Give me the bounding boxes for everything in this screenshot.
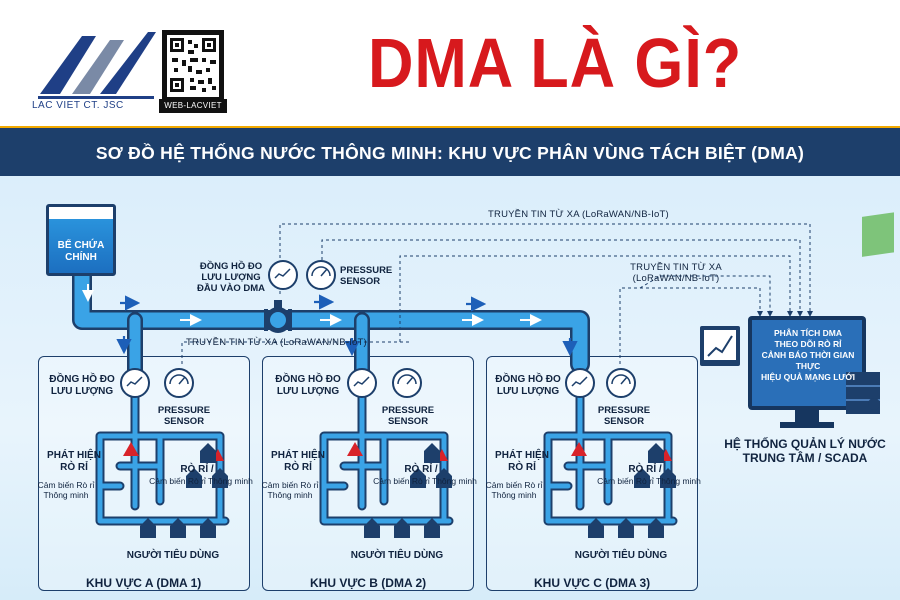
main-tank <box>46 204 116 276</box>
zone-c-smart-sensor: Cảm biến Rò rỉ Thông minh <box>485 480 543 501</box>
zone-a-consumers: NGƯỜI TIÊU DÙNG <box>126 550 220 561</box>
outside-flow-arrows <box>116 294 578 357</box>
zone-a-leak-sub: Cảm biến Rò rỉ Thông minh <box>149 476 253 486</box>
page-title: DMA LÀ GÌ? <box>368 24 743 102</box>
zone-b-pressure-label: PRESSURE SENSOR <box>381 405 435 427</box>
zone-a-leak-detect: PHÁT HIỆN RÒ RỈ <box>47 450 101 473</box>
main-pipe <box>72 266 590 384</box>
pipe-network <box>72 212 894 538</box>
zone-a-pressure-label: PRESSURE SENSOR <box>157 405 211 427</box>
banner-text: SƠ ĐỒ HỆ THỐNG NƯỚC THÔNG MINH: KHU VỰC … <box>95 143 805 163</box>
telemetry-links <box>181 223 813 364</box>
zone-a-pressure-gauge-icon <box>164 368 194 398</box>
zone-b-smart-sensor: Cảm biến Rò rỉ Thông minh <box>261 480 319 501</box>
inlet-pressure-gauge-icon <box>306 260 336 290</box>
zone-a-meter-label: ĐỒNG HỒ ĐO LƯU LƯỢNG <box>49 374 115 397</box>
qr-label: WEB-LACVIET <box>159 99 227 113</box>
zone-b-meter-label: ĐỒNG HỒ ĐO LƯU LƯỢNG <box>275 374 341 397</box>
zone-a-title: KHU VỰC A (DMA 1) <box>86 576 202 590</box>
subtitle-banner: SƠ ĐỒ HỆ THỐNG NƯỚC THÔNG MINH: KHU VỰC … <box>0 126 900 176</box>
zone-c-leak-sub: Cảm biến Rò rỉ Thông minh <box>597 476 701 486</box>
zone-c-pressure-gauge-icon <box>606 368 636 398</box>
main-flow-arrows <box>82 284 542 326</box>
zone-b-consumers: NGƯỜI TIÊU DÙNG <box>350 550 444 561</box>
zone-c-pressure-label: PRESSURE SENSOR <box>597 405 651 427</box>
inlet-valve <box>264 300 292 333</box>
dma-diagram: BỂ CHỨA CHÍNH ĐỒNG HỒ ĐO LƯU LƯỢNG ĐẦU V… <box>0 176 900 600</box>
telemetry-top-label: TRUYỀN TIN TỪ XA (LoRaWAN/NB-IoT) <box>488 209 669 220</box>
inlet-pressure-label: PRESSURE SENSOR <box>340 265 393 287</box>
inlet-flow-meter-icon <box>268 260 298 290</box>
consumer-houses <box>140 443 676 538</box>
zone-c-flow-meter-icon <box>565 368 595 398</box>
zone-b-title: KHU VỰC B (DMA 2) <box>310 576 427 590</box>
zone-b-flow-meter-icon <box>347 368 377 398</box>
zone-a-smart-sensor: Cảm biến Rò rỉ Thông minh <box>37 480 95 501</box>
telemetry-main-label: TRUYỀN TIN TỪ XA (LoRaWAN/NB-IoT) <box>186 337 367 348</box>
zone-a-flow-meter-icon <box>120 368 150 398</box>
zone-a-leak-title: RÒ RỈ / <box>180 464 214 475</box>
zone-c-consumers: NGƯỜI TIÊU DÙNG <box>574 550 668 561</box>
company-name: LAC VIET CT. JSC <box>32 100 124 111</box>
scada-screen-text: PHÂN TÍCH DMA THEO DÕI RÒ RỈ CẢNH BÁO TH… <box>760 328 856 383</box>
qr-code[interactable] <box>162 30 224 104</box>
zone-c-title: KHU VỰC C (DMA 3) <box>534 576 651 590</box>
zone-b-leak-detect: PHÁT HIỆN RÒ RỈ <box>271 450 325 473</box>
scada-label: HỆ THỐNG QUẢN LÝ NƯỚC TRUNG TÂM / SCADA <box>724 437 886 465</box>
tank-label: BỂ CHỨA CHÍNH <box>57 240 105 263</box>
zone-c-leak-detect: PHÁT HIỆN RÒ RỈ <box>495 450 549 473</box>
zone-c-leak-title: RÒ RỈ / <box>628 464 662 475</box>
zone-b-pressure-gauge-icon <box>392 368 422 398</box>
scada-computer <box>700 212 894 428</box>
inlet-meter-label: ĐỒNG HỒ ĐO LƯU LƯỢNG ĐẦU VÀO DMA <box>196 261 266 294</box>
telemetry-right-label: TRUYỀN TIN TỪ XA (LoRaWAN/NB-IoT) <box>630 262 722 285</box>
zone-b-leak-sub: Cảm biến Rò rỉ Thông minh <box>373 476 477 486</box>
company-logo <box>38 32 156 99</box>
zone-c-meter-label: ĐỒNG HỒ ĐO LƯU LƯỢNG <box>495 374 561 397</box>
header: LAC VIET CT. JSC WEB-LACVIET DMA LÀ GÌ? <box>0 0 900 126</box>
zone-b-leak-title: RÒ RỈ / <box>404 464 438 475</box>
